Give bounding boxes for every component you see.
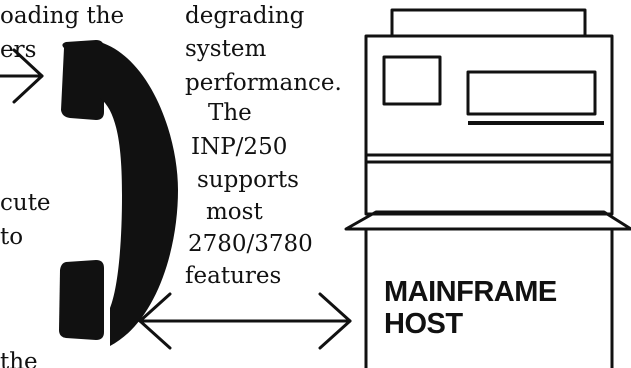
left-text-line-2: ers — [0, 37, 37, 63]
left-text-line-5: the — [0, 349, 38, 368]
mainframe-label-line-1: MAINFRAME — [384, 276, 557, 308]
middle-text-line-9: features — [185, 263, 282, 289]
mainframe-label-line-2: HOST — [384, 308, 463, 340]
middle-text-line-7: most — [206, 199, 263, 225]
left-text-line-3: cute — [0, 190, 51, 216]
middle-text-line-4: The — [208, 100, 252, 126]
telephone-handset-icon — [59, 40, 178, 346]
left-text-line-1: oading the — [0, 3, 125, 29]
middle-text-line-2: system — [185, 36, 267, 62]
double-arrow-icon — [138, 292, 352, 350]
mainframe-computer-icon — [344, 8, 631, 368]
middle-text-line-8: 2780/3780 — [188, 231, 313, 257]
left-text-line-4: to — [0, 224, 24, 250]
middle-text-line-1: degrading — [185, 3, 305, 29]
middle-text-line-3: performance. — [185, 70, 342, 96]
arrow-right-icon — [0, 48, 44, 104]
middle-text-line-6: supports — [197, 167, 299, 193]
middle-text-line-5: INP/250 — [191, 134, 288, 160]
